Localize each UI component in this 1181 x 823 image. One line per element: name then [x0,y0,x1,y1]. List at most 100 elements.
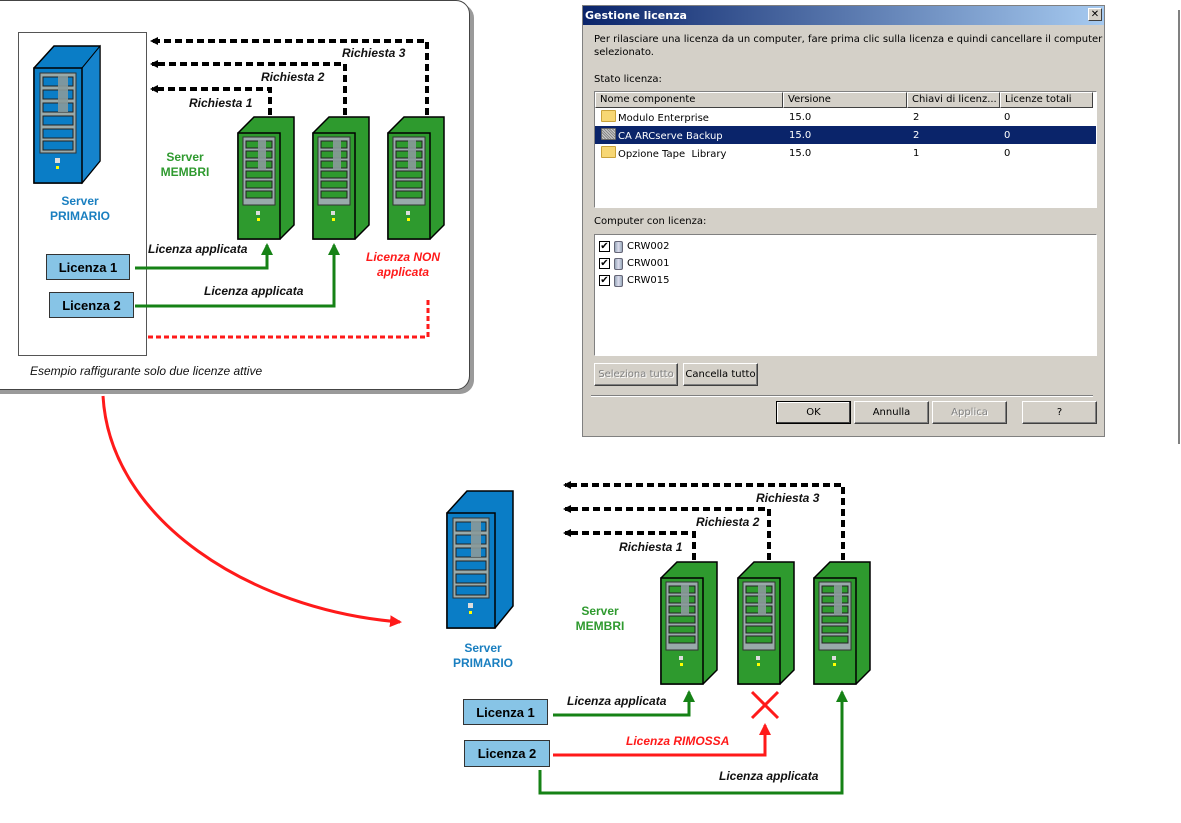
members-label-line-1: Server [166,150,204,164]
member-server-icon [660,561,718,685]
instruction-line-1: Per rilasciare una licenza da un compute… [594,34,1103,45]
top-license-1-arrow [135,243,273,270]
column-header-total[interactable]: Licenze totali [1000,92,1093,108]
dialog-title: Gestione licenza [585,9,687,22]
license-row[interactable]: Opzione Tape Library 15.0 1 0 [595,144,1096,162]
top-license-not-applied-label: Licenza NON applicata [358,250,448,280]
row-keys: 2 [913,129,920,141]
primary-server-icon [33,44,101,185]
checkbox-checked[interactable]: ✔ [599,258,610,269]
ok-button[interactable]: OK [776,401,851,424]
row-name-cell: CA ARCserve Backup [595,128,783,142]
top-request-3-label: Richiesta 3 [342,46,406,60]
member-server-icon [737,561,795,685]
top-not-applied-line [148,300,430,339]
instruction-line-2: selezionato. [594,47,654,58]
computer-item[interactable]: ✔ CRW002 [599,238,1096,255]
licensed-computers-label: Computer con licenza: [594,216,707,227]
row-keys: 1 [913,147,920,159]
folder-icon [601,110,616,122]
top-primary-label: Server PRIMARIO [40,194,120,224]
member-server-icon [387,116,445,240]
apply-button[interactable]: Applica [932,401,1007,424]
member-server-icon [237,116,295,240]
member-server-icon [813,561,871,685]
column-header-name[interactable]: Nome componente [595,92,783,108]
help-button[interactable]: ? [1022,401,1097,424]
dialog-separator [591,395,1093,397]
select-all-button[interactable]: Seleziona tutto [594,363,678,386]
top-license-2-arrow [135,243,340,308]
checkbox-checked[interactable]: ✔ [599,275,610,286]
row-version: 15.0 [789,147,812,159]
top-license-2-box: Licenza 2 [49,292,134,318]
row-name-cell: Modulo Enterprise [595,110,783,124]
folder-icon [601,128,616,140]
row-name-cell: Opzione Tape Library [595,146,783,160]
computer-name: CRW015 [627,275,670,286]
folder-icon [601,146,616,158]
checkbox-checked[interactable]: ✔ [599,241,610,252]
server-icon [614,240,623,253]
computer-name: CRW001 [627,258,670,269]
license-status-list[interactable]: Nome componente Versione Chiavi di licen… [594,91,1097,208]
cancel-button[interactable]: Annulla [854,401,929,424]
primary-server-icon [446,490,514,629]
primary-label-line-2: PRIMARIO [453,656,513,670]
primary-label-line-2: PRIMARIO [50,209,110,223]
dialog-titlebar[interactable]: Gestione licenza ✕ [583,6,1104,25]
primary-label-line-1: Server [61,194,99,208]
column-header-version[interactable]: Versione [783,92,907,108]
computer-item[interactable]: ✔ CRW015 [599,272,1096,289]
close-icon[interactable]: ✕ [1088,8,1102,21]
bottom-license-1-arrow [553,690,695,717]
bottom-request-2-label: Richiesta 2 [696,515,760,529]
server-icon [614,257,623,270]
bottom-request-1-label: Richiesta 1 [619,540,683,554]
top-request-2-label: Richiesta 2 [261,70,325,84]
clear-all-button[interactable]: Cancella tutto [683,363,758,386]
top-request-1-arrow [150,85,272,115]
column-header-keys[interactable]: Chiavi di licenz... [907,92,1000,108]
row-total: 0 [1004,111,1011,123]
row-version: 15.0 [789,111,812,123]
row-version: 15.0 [789,129,812,141]
computer-item[interactable]: ✔ CRW001 [599,255,1096,272]
license-list-header: Nome componente Versione Chiavi di licen… [595,92,1096,108]
dialog-instruction: Per rilasciare una licenza da un compute… [594,33,1102,59]
row-total: 0 [1004,129,1011,141]
bottom-license-2-removed-arrow [553,723,771,757]
top-license-1-box: Licenza 1 [46,254,130,280]
not-applied-line-1: Licenza NON [365,250,440,264]
not-applied-line-2: applicata [376,265,430,279]
top-request-3-arrow [150,37,429,115]
bottom-license-applied-1-label: Licenza applicata [567,694,667,708]
bottom-primary-label: Server PRIMARIO [443,641,523,671]
bottom-request-1-arrow [563,529,696,560]
licensed-computers-list[interactable]: ✔ CRW002 ✔ CRW001 ✔ CRW015 [594,234,1097,356]
row-total: 0 [1004,147,1011,159]
top-caption: Esempio raffigurante solo due licenze at… [30,364,263,378]
server-icon [614,274,623,287]
top-license-applied-1-label: Licenza applicata [148,242,248,256]
license-row-selected[interactable]: CA ARCserve Backup 15.0 2 0 [595,125,1096,145]
primary-label-line-1: Server [464,641,502,655]
row-name: CA ARCserve Backup [618,131,723,142]
bottom-license-applied-3-label: Licenza applicata [719,769,819,783]
members-label-line-2: MEMBRI [160,165,210,179]
page-edge-divider [1178,10,1180,444]
members-label-line-2: MEMBRI [575,619,625,633]
computer-name: CRW002 [627,241,670,252]
bottom-license-2-box: Licenza 2 [464,740,550,767]
bottom-license-1-box: Licenza 1 [463,699,548,725]
removed-x-icon [750,690,780,720]
license-row[interactable]: Modulo Enterprise 15.0 2 0 [595,108,1096,126]
bottom-request-3-label: Richiesta 3 [756,491,820,505]
top-members-label: Server MEMBRI [150,150,220,180]
row-keys: 2 [913,111,920,123]
member-server-icon [312,116,370,240]
bottom-license-applied-arrow [538,690,848,795]
bottom-license-removed-label: Licenza RIMOSSA [626,734,730,748]
top-request-1-label: Richiesta 1 [189,96,253,110]
